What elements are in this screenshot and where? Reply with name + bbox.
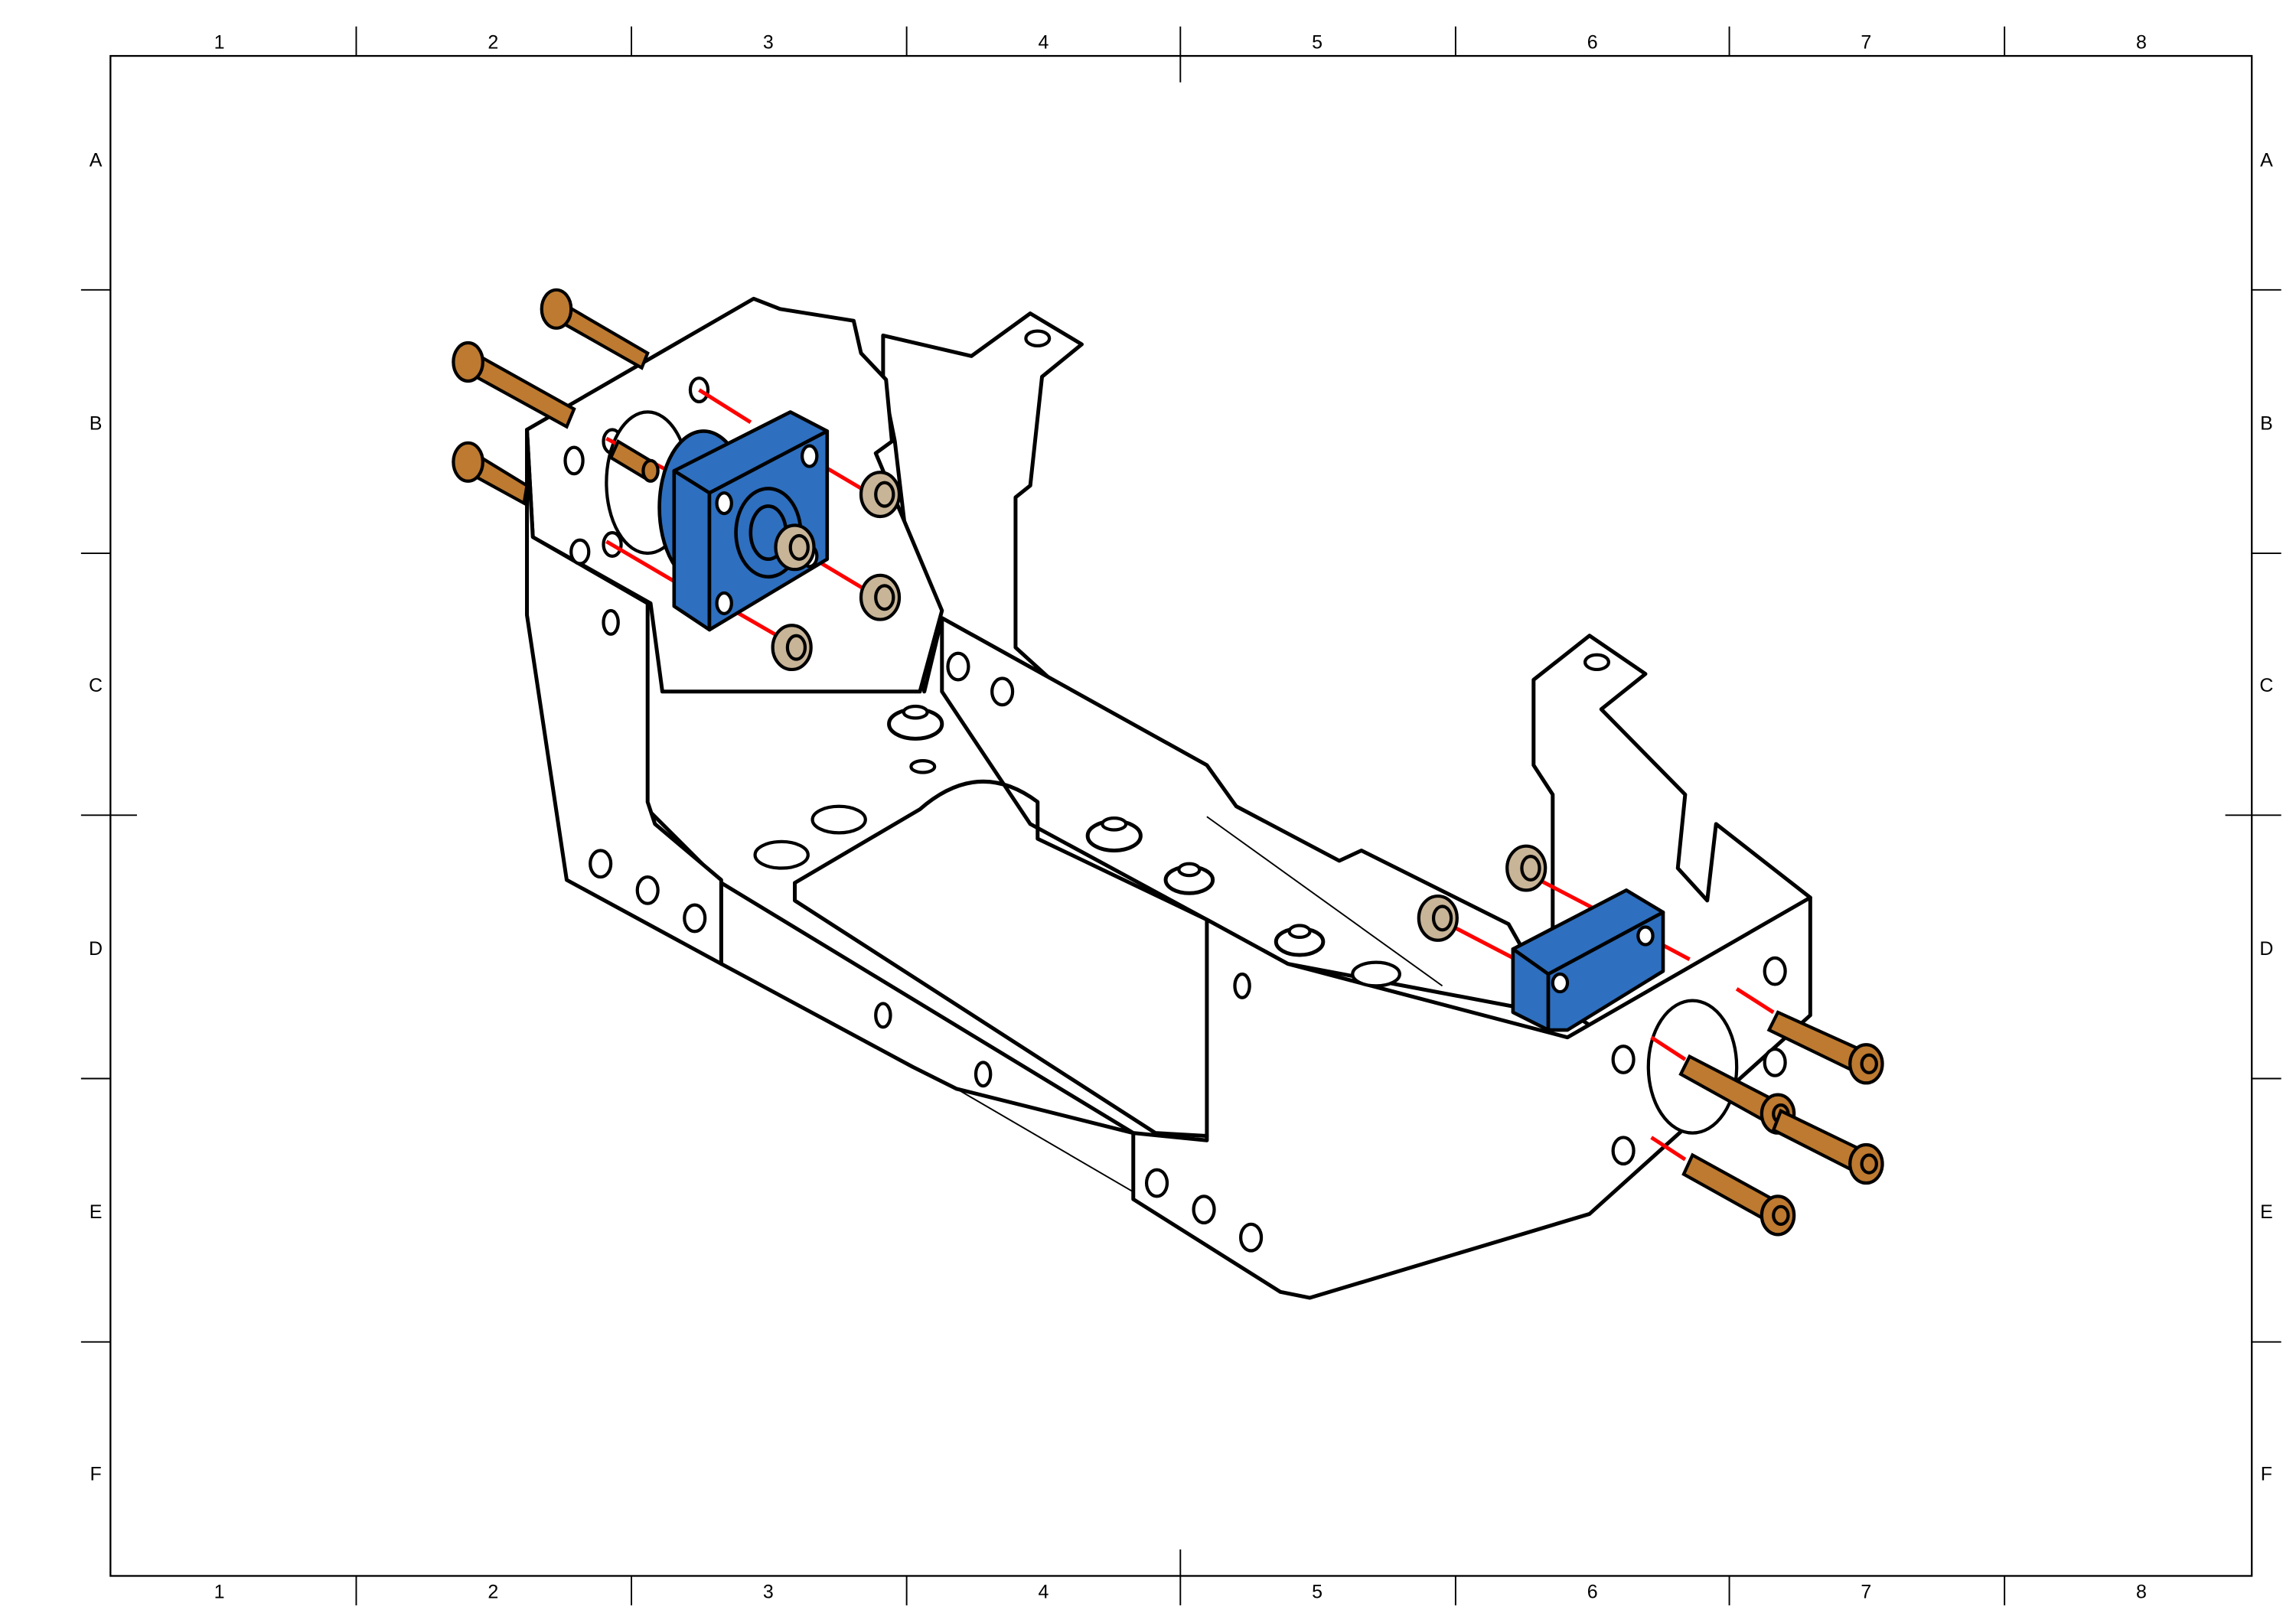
hole: [1144, 1168, 1169, 1198]
row-label: F: [90, 1463, 101, 1484]
row-label: D: [2259, 938, 2273, 960]
bolt: [452, 441, 529, 506]
row-label: E: [2260, 1201, 2273, 1223]
spacer-hole: [902, 704, 929, 720]
col-label: 4: [1039, 31, 1049, 53]
nut: [774, 523, 816, 572]
bearing-side-face: [672, 469, 712, 632]
bearing-hole: [1551, 972, 1570, 994]
bearing-hole: [715, 491, 733, 516]
chassis-frame: [525, 296, 1812, 1300]
row-labels-right: A B C D E F: [2259, 149, 2273, 1484]
hole: [589, 849, 613, 879]
assembly-line: [1735, 987, 1775, 1015]
hole: [810, 804, 867, 835]
hole: [1611, 1136, 1636, 1166]
assembly-line: [1650, 1035, 1687, 1061]
nuts: [771, 471, 1548, 942]
spacer-hole: [1101, 816, 1128, 832]
hole: [1583, 653, 1610, 672]
row-label: A: [2260, 149, 2273, 171]
nut: [859, 573, 902, 621]
bearing-block-right: [1511, 888, 1665, 1032]
col-label: 4: [1039, 1581, 1049, 1602]
column-labels-bottom: 1 2 3 4 5 6 7 8: [214, 1581, 2147, 1602]
row-label: C: [89, 675, 103, 696]
spacer-hole: [1287, 924, 1312, 940]
hole: [990, 676, 1015, 707]
hole: [909, 759, 937, 774]
bearing-hole: [1636, 925, 1655, 947]
col-label: 7: [1861, 1581, 1871, 1602]
bolt: [1771, 1108, 1884, 1185]
hole: [974, 1061, 993, 1088]
bolt: [1766, 1010, 1884, 1085]
nut: [771, 624, 813, 672]
col-label: 3: [763, 1581, 774, 1602]
bolt: [452, 341, 576, 429]
col-label: 5: [1312, 31, 1322, 53]
hole: [1239, 1222, 1264, 1253]
hole: [1763, 956, 1787, 986]
base-inner-cutout: [792, 780, 1209, 1139]
hole: [635, 875, 660, 905]
bearing-hole: [715, 591, 733, 615]
hole: [753, 839, 810, 870]
hole: [688, 376, 710, 404]
bearing-hole: [800, 444, 819, 468]
row-label: F: [2261, 1463, 2272, 1484]
col-label: 6: [1587, 31, 1598, 53]
hole: [683, 903, 707, 934]
col-label: 1: [214, 1581, 225, 1602]
bolt: [608, 438, 660, 483]
hole: [569, 538, 591, 565]
hole: [1192, 1194, 1216, 1225]
row-label: E: [90, 1201, 103, 1223]
col-label: 1: [214, 31, 225, 53]
hole: [1611, 1045, 1636, 1074]
hole: [1233, 972, 1251, 999]
hole: [1024, 329, 1052, 348]
col-label: 6: [1587, 1581, 1598, 1602]
hole: [874, 1002, 892, 1029]
hole: [1351, 960, 1401, 988]
row-label: B: [90, 412, 103, 434]
hole: [563, 445, 585, 476]
spacer-hole: [1177, 862, 1202, 878]
nut: [859, 471, 902, 519]
col-label: 3: [763, 31, 774, 53]
column-labels-top: 1 2 3 4 5 6 7 8: [214, 31, 2147, 53]
col-label: 7: [1861, 31, 1871, 53]
hole: [602, 608, 620, 636]
assembly-line: [1650, 1136, 1687, 1162]
bolts: [452, 288, 1884, 1237]
hole: [1763, 1047, 1787, 1077]
edge-line: [956, 1088, 1134, 1193]
zone-ticks: [80, 26, 2281, 1605]
row-label: A: [90, 149, 103, 171]
col-label: 8: [2136, 1581, 2147, 1602]
col-label: 2: [488, 31, 498, 53]
hole: [946, 651, 970, 682]
bearing-front-face: [1546, 910, 1665, 1032]
bolt: [1681, 1152, 1796, 1237]
bolt: [540, 288, 650, 370]
row-label: B: [2260, 412, 2273, 434]
edge-line: [1206, 816, 1443, 987]
col-label: 8: [2136, 31, 2147, 53]
assembly-line: [605, 539, 676, 583]
row-label: D: [89, 938, 103, 960]
assembly-line: [698, 388, 752, 424]
col-label: 5: [1312, 1581, 1322, 1602]
col-label: 2: [488, 1581, 498, 1602]
nut: [1417, 894, 1459, 942]
nut: [1505, 844, 1548, 892]
row-label: C: [2259, 675, 2273, 696]
bearing-front-face: [707, 429, 830, 632]
row-labels-left: A B C D E F: [89, 149, 103, 1484]
spacers: [887, 704, 1326, 957]
